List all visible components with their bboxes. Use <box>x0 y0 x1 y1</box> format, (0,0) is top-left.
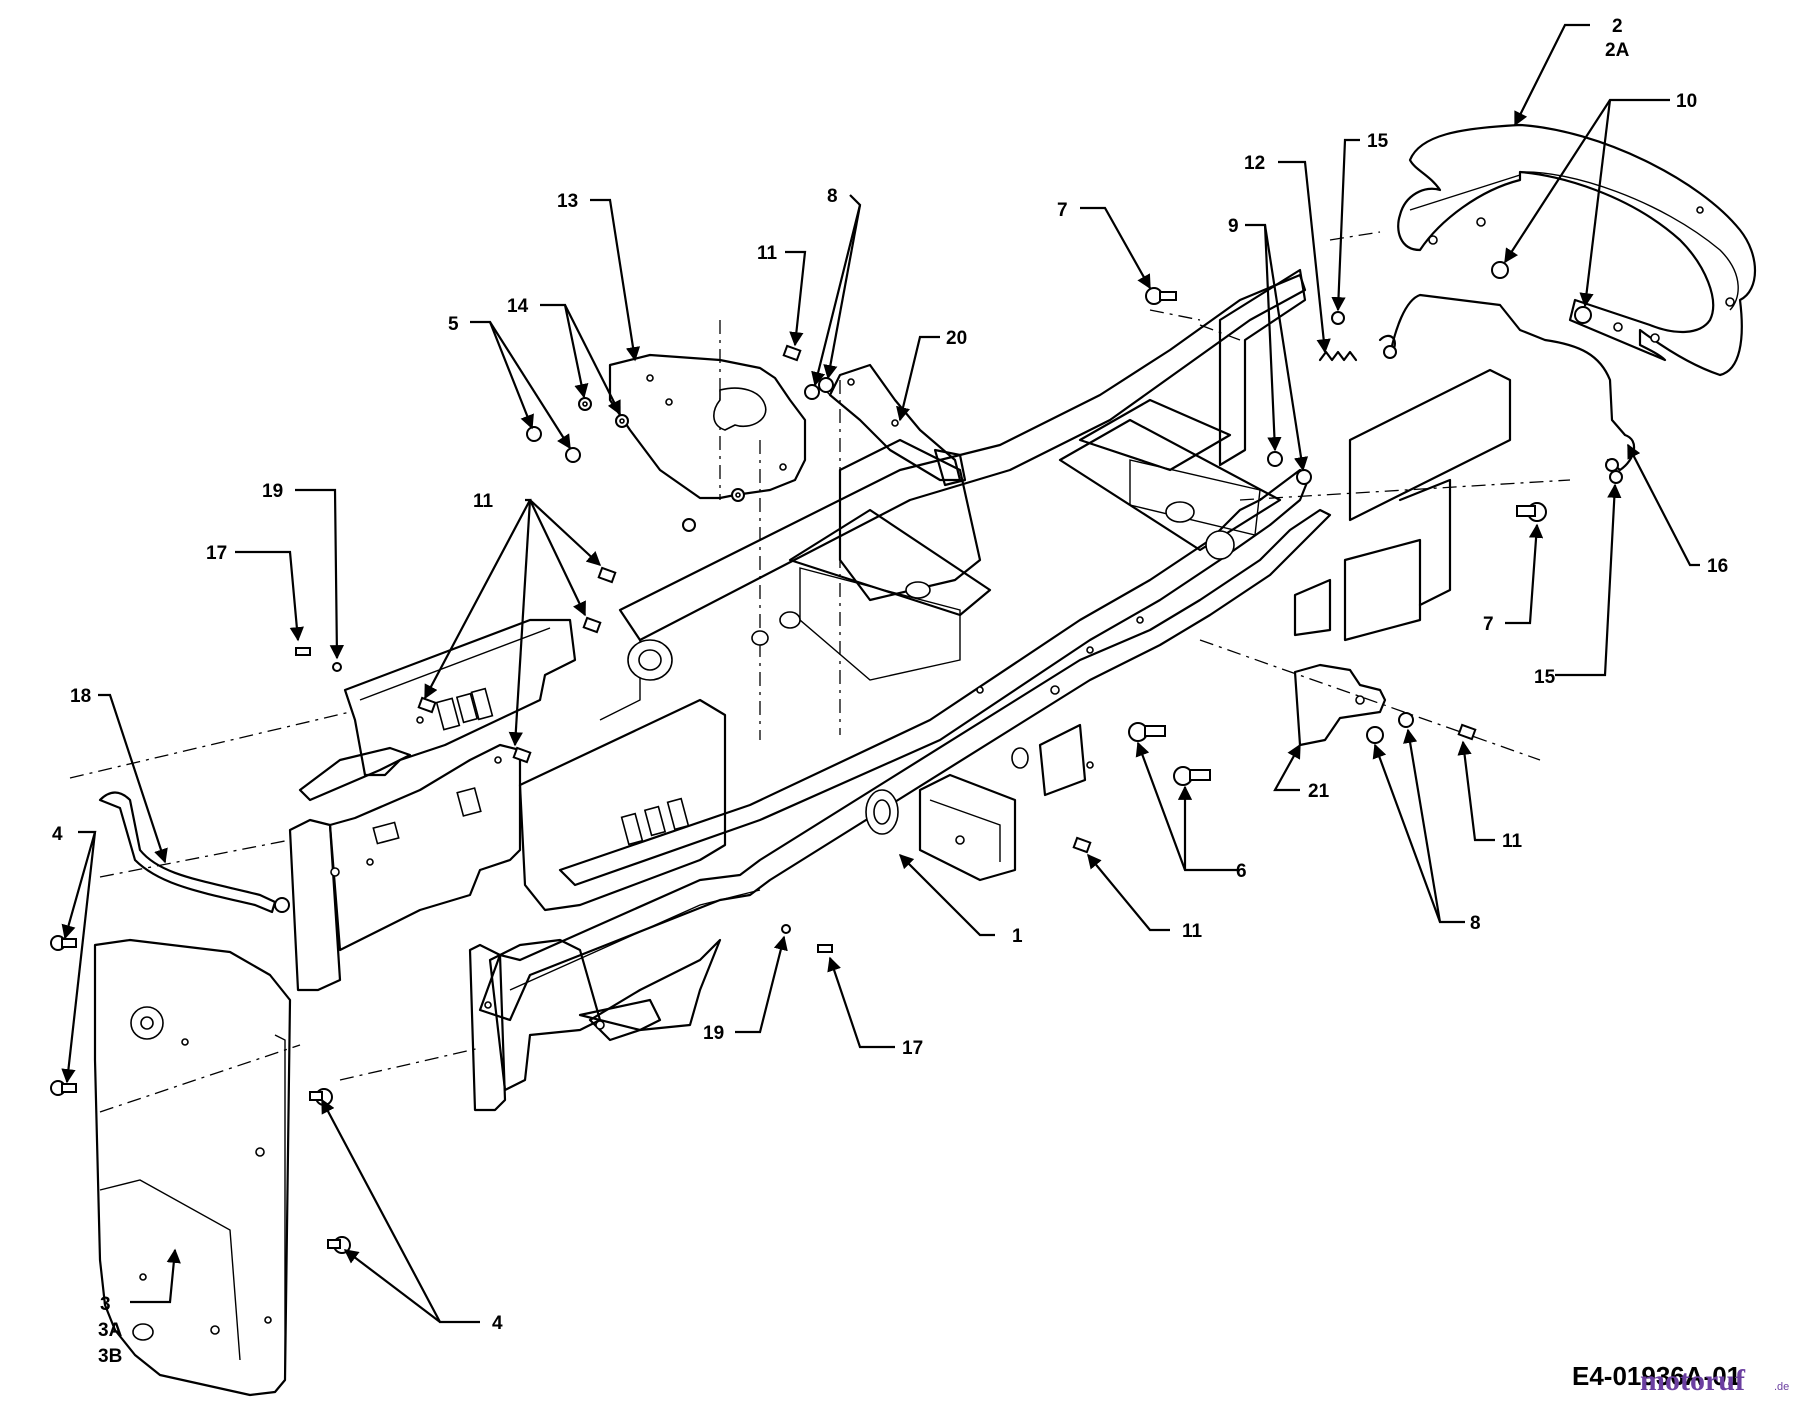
callout-11-top: 11 <box>757 243 778 264</box>
bolt-4-rear-upper <box>309 1088 333 1106</box>
callout-2: 2 2A <box>1605 16 1630 61</box>
callout-18: 18 <box>70 686 91 707</box>
drawing <box>50 123 1757 1397</box>
callout-4-rear: 4 <box>492 1313 503 1334</box>
callout-19-left: 19 <box>262 481 283 502</box>
bolt-4-rear-lower <box>327 1236 351 1254</box>
heat-shield-plate <box>608 353 807 500</box>
callout-3: 3 3A 3B <box>98 1294 127 1367</box>
watermark: motoruf .de <box>1640 1364 1789 1397</box>
front-crossmember <box>468 938 722 1112</box>
callout-17-left: 17 <box>206 543 227 564</box>
callout-11-left: 11 <box>473 491 494 512</box>
bolt-4-lower <box>50 1080 77 1096</box>
fasteners <box>50 261 1623 1254</box>
callout-7-right: 7 <box>1483 614 1494 635</box>
watermark-tld: .de <box>1774 1381 1789 1393</box>
callout-8-top: 8 <box>827 186 838 207</box>
callout-11-bottom: 11 <box>1182 921 1203 942</box>
callout-21: 21 <box>1308 781 1330 802</box>
callout-17-bottom: 17 <box>902 1038 923 1059</box>
callout-14: 14 <box>507 296 529 317</box>
callout-1: 1 <box>1012 926 1023 947</box>
callout-11-right: 11 <box>1502 831 1523 852</box>
support-bracket <box>819 363 967 487</box>
callout-10: 10 <box>1676 91 1697 112</box>
watermark-name: motoruf <box>1640 1364 1746 1397</box>
small-bracket <box>1293 663 1387 747</box>
callout-15-top: 15 <box>1367 131 1389 152</box>
callout-8-right: 8 <box>1470 913 1481 934</box>
callout-6: 6 <box>1236 861 1247 882</box>
front-frame-plates <box>288 618 690 992</box>
callout-16: 16 <box>1707 556 1728 577</box>
callout-9: 9 <box>1228 216 1239 237</box>
callout-7-top: 7 <box>1057 200 1068 221</box>
callout-15-right: 15 <box>1534 667 1556 688</box>
drawing-code: E4-01936A-01 <box>1572 1361 1741 1391</box>
front-axle-rod <box>98 791 290 914</box>
front-side-panel <box>93 938 292 1397</box>
callout-5: 5 <box>448 314 459 335</box>
callout-leaders <box>61 23 1700 1324</box>
callout-labels: 1 2 2A 3 3A 3B 4 4 5 6 7 7 8 8 9 10 11 1… <box>52 16 1728 1367</box>
bolt-4-upper <box>50 935 77 951</box>
rear-bumper <box>1397 123 1757 377</box>
callout-19-bottom: 19 <box>703 1023 724 1044</box>
callout-13: 13 <box>557 191 578 212</box>
main-frame <box>478 268 1512 1022</box>
callout-12: 12 <box>1244 153 1265 174</box>
rear-rod <box>1378 293 1636 472</box>
callout-20: 20 <box>946 328 967 349</box>
callout-4-front: 4 <box>52 824 63 845</box>
